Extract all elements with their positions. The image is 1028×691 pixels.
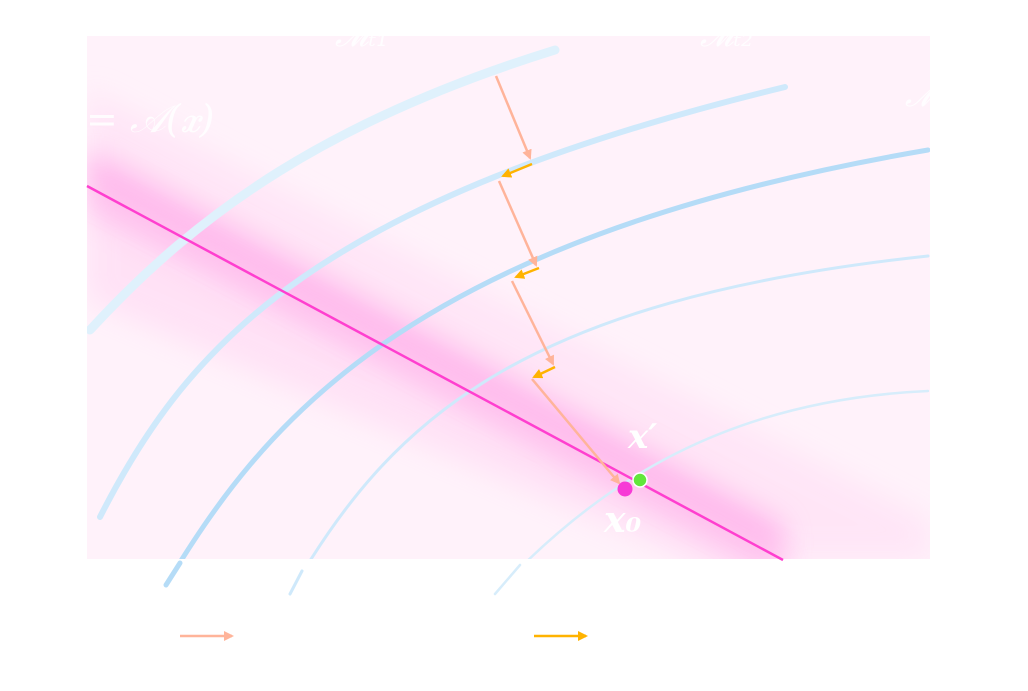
step-arrow-4 bbox=[531, 378, 621, 485]
point-x0 bbox=[617, 481, 633, 497]
label-manifold-2: 𝓜ₜ₂ bbox=[700, 19, 754, 54]
label-x-prime: 𝒙′ bbox=[628, 417, 658, 457]
label-measurement: = 𝒜(𝒙) bbox=[86, 97, 215, 141]
projection-arrow-1 bbox=[501, 162, 533, 178]
manifold-curve-5 bbox=[527, 389, 930, 559]
manifold-curve-4 bbox=[309, 254, 930, 559]
step-arrow-2 bbox=[497, 180, 538, 267]
point-x-prime bbox=[632, 472, 648, 488]
manifold-curve-3 bbox=[179, 147, 930, 559]
manifold-curve-1 bbox=[87, 45, 560, 335]
label-x0: 𝒙₀ bbox=[604, 499, 642, 541]
projection-arrow-3 bbox=[532, 365, 556, 379]
manifold-curves bbox=[87, 45, 930, 559]
measurement-line bbox=[86, 184, 784, 562]
label-manifold-3: 𝓜 bbox=[905, 79, 939, 114]
label-manifold-1: 𝓜ₜ₁ bbox=[335, 19, 389, 54]
step-arrow-3 bbox=[510, 280, 555, 366]
manifold-curve-2 bbox=[97, 84, 788, 520]
projection-arrows bbox=[501, 162, 556, 379]
manifold-curve-tails bbox=[163, 560, 522, 596]
step-arrows bbox=[494, 75, 621, 485]
step-arrow-1 bbox=[494, 75, 532, 160]
projection-arrow-2 bbox=[514, 266, 540, 279]
